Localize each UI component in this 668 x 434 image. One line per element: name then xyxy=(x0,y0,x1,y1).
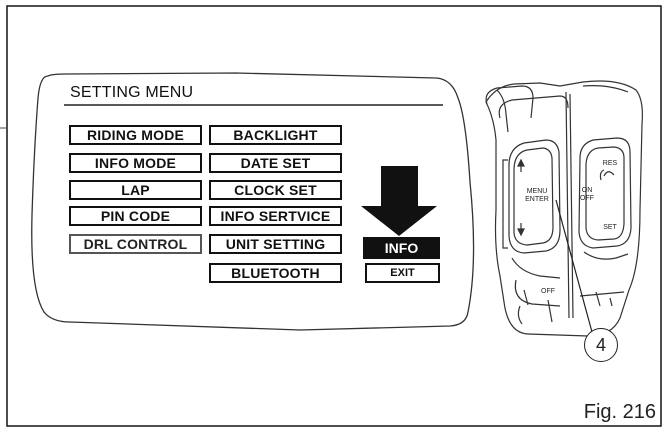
menu-item-info-mode[interactable]: INFO MODE xyxy=(69,153,202,173)
menu-label-text: MENU xyxy=(526,188,548,195)
menu-item-info-selected[interactable]: INFO xyxy=(363,237,440,259)
menu-button-label: MENU ENTER xyxy=(521,188,553,204)
menu-item-drl-control[interactable]: DRL CONTROL xyxy=(69,234,202,254)
exit-button[interactable]: EXIT xyxy=(365,263,440,283)
menu-item-lap[interactable]: LAP xyxy=(69,180,202,200)
res-label: RES xyxy=(602,160,618,167)
setting-menu-title: SETTING MENU xyxy=(70,84,194,101)
off-label-text: OFF xyxy=(580,195,594,202)
callout-number: 4 xyxy=(584,328,618,362)
enter-label-text: ENTER xyxy=(525,196,549,203)
on-off-label: ON OFF xyxy=(578,187,596,203)
menu-item-info-service[interactable]: INFO SERTVICE xyxy=(209,206,342,226)
figure-caption: Fig. 216 xyxy=(583,401,656,423)
callout-leader xyxy=(555,199,593,333)
menu-item-unit-setting[interactable]: UNIT SETTING xyxy=(209,234,342,254)
figure-border xyxy=(6,5,662,427)
menu-item-pin-code[interactable]: PIN CODE xyxy=(69,206,202,226)
down-arrow-icon xyxy=(361,166,437,236)
handlebar-controller xyxy=(485,80,643,337)
off-bottom-label: OFF xyxy=(541,288,555,295)
on-label-text: ON xyxy=(581,187,593,194)
display-outline xyxy=(31,72,475,331)
menu-item-date-set[interactable]: DATE SET xyxy=(209,153,342,173)
set-label: SET xyxy=(603,224,617,231)
menu-item-bluetooth[interactable]: BLUETOOTH xyxy=(209,263,342,283)
menu-item-riding-mode[interactable]: RIDING MODE xyxy=(69,125,202,145)
menu-item-clock-set[interactable]: CLOCK SET xyxy=(209,180,342,200)
menu-item-backlight[interactable]: BACKLIGHT xyxy=(209,125,342,145)
